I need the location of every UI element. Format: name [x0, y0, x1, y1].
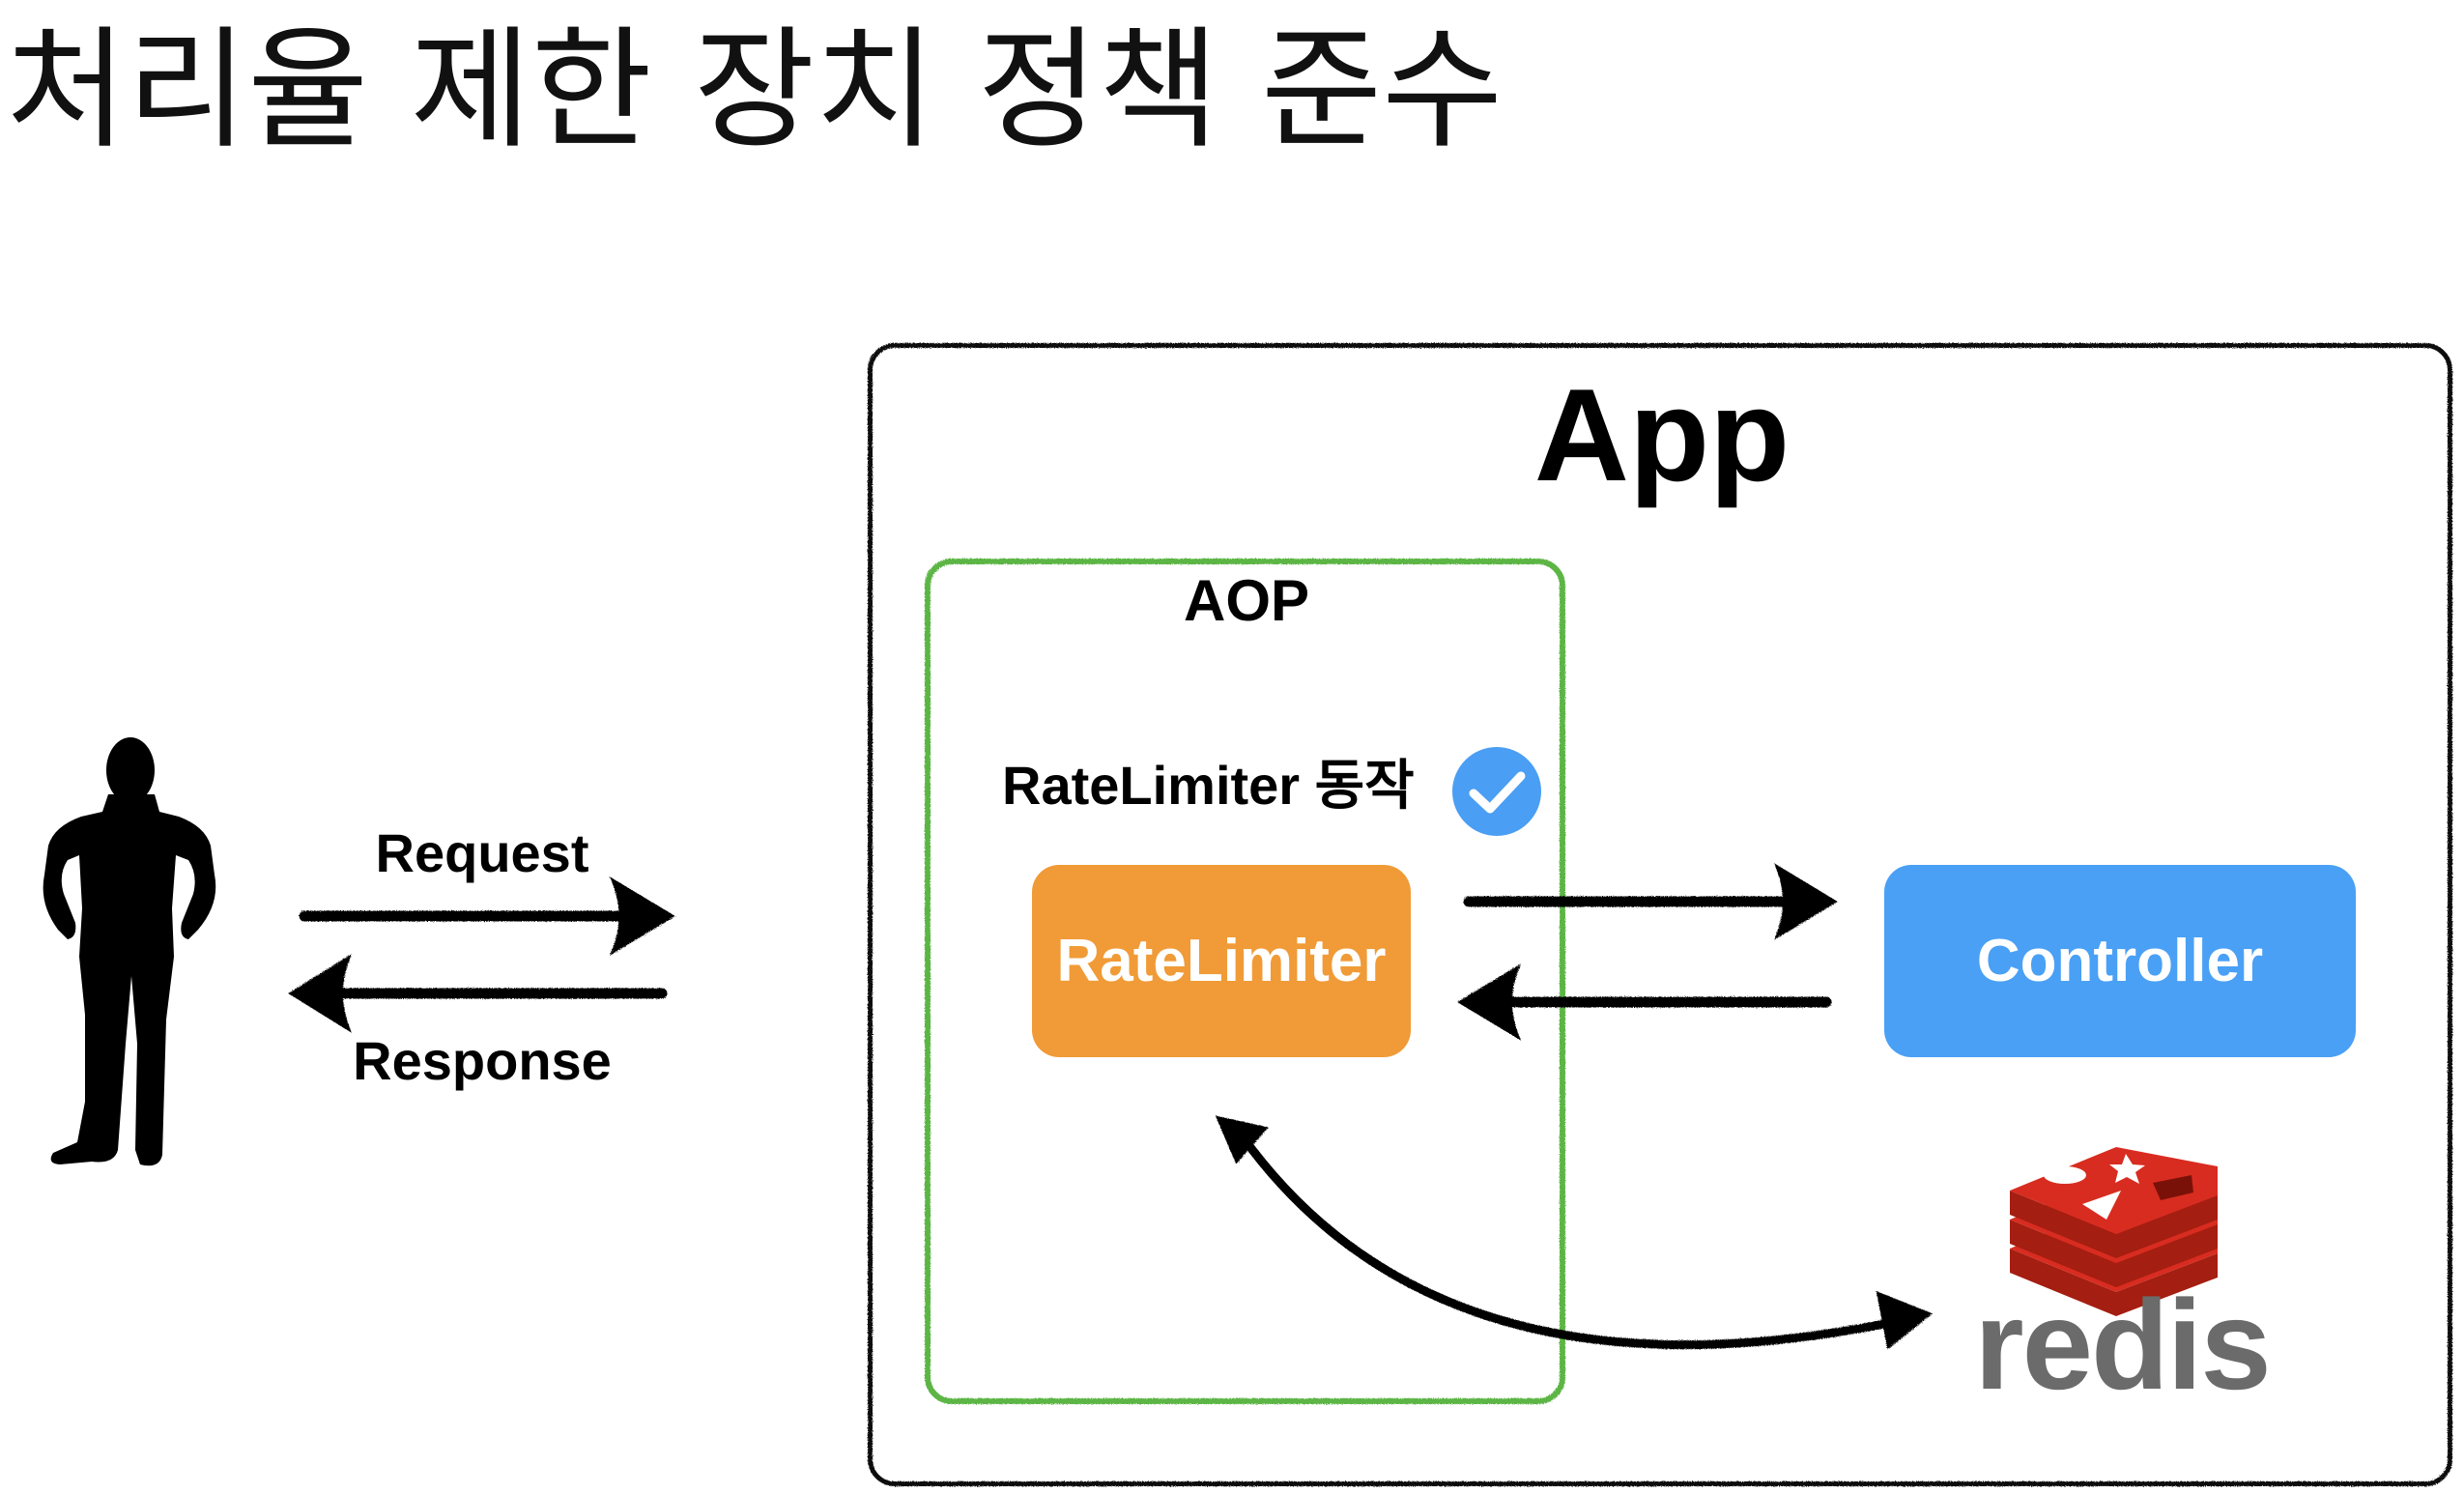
redis-label: redis — [1974, 1274, 2272, 1416]
ratelimiter-node: RateLimiter — [1032, 865, 1411, 1057]
response-label: Response — [353, 1030, 612, 1091]
ratelimiter-to-controller-arrow — [1463, 863, 1838, 940]
ratelimiter-redis-arrow — [1215, 1115, 1933, 1350]
check-circle-icon — [1452, 747, 1541, 836]
ratelimiter-status-label: RateLimiter 동작 — [1002, 755, 1415, 816]
request-arrow — [299, 876, 675, 956]
request-label: Request — [375, 822, 589, 883]
response-arrow — [288, 954, 668, 1033]
person-silhouette-icon — [43, 737, 216, 1166]
page-title: 처리율 제한 장치 정책 준수 — [6, 14, 1504, 167]
controller-node: Controller — [1884, 865, 2356, 1057]
aop-container — [925, 559, 1565, 1404]
redis-logo-icon — [2010, 1147, 2218, 1316]
app-label: App — [1533, 361, 1791, 508]
app-container — [868, 343, 2452, 1486]
aop-label: AOP — [1183, 568, 1310, 633]
controller-to-ratelimiter-arrow — [1457, 963, 1832, 1041]
